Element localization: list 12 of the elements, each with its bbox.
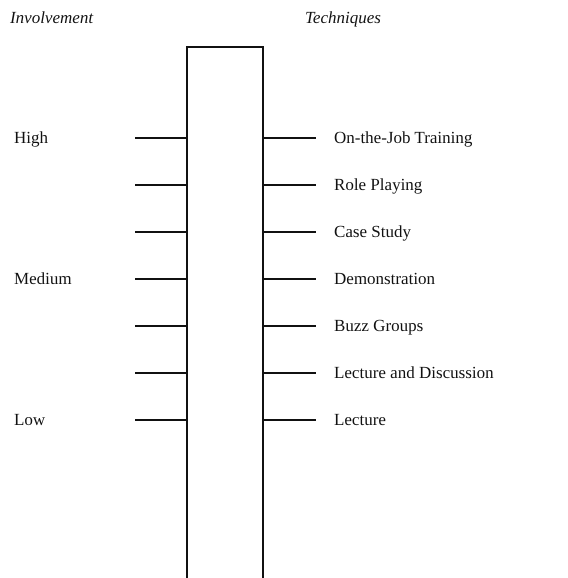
technique-label: Role Playing — [334, 175, 422, 195]
technique-label: On-the-Job Training — [334, 128, 472, 148]
technique-label: Case Study — [334, 222, 411, 242]
level-label: Medium — [14, 269, 72, 289]
technique-label: Buzz Groups — [334, 316, 424, 336]
technique-label: Lecture and Discussion — [334, 363, 494, 383]
column-heading: Involvement — [10, 8, 94, 28]
level-label: Low — [14, 410, 46, 430]
level-label: High — [14, 128, 48, 148]
column-heading: Techniques — [305, 8, 381, 28]
technique-label: Demonstration — [334, 269, 436, 289]
technique-label: Lecture — [334, 410, 386, 430]
